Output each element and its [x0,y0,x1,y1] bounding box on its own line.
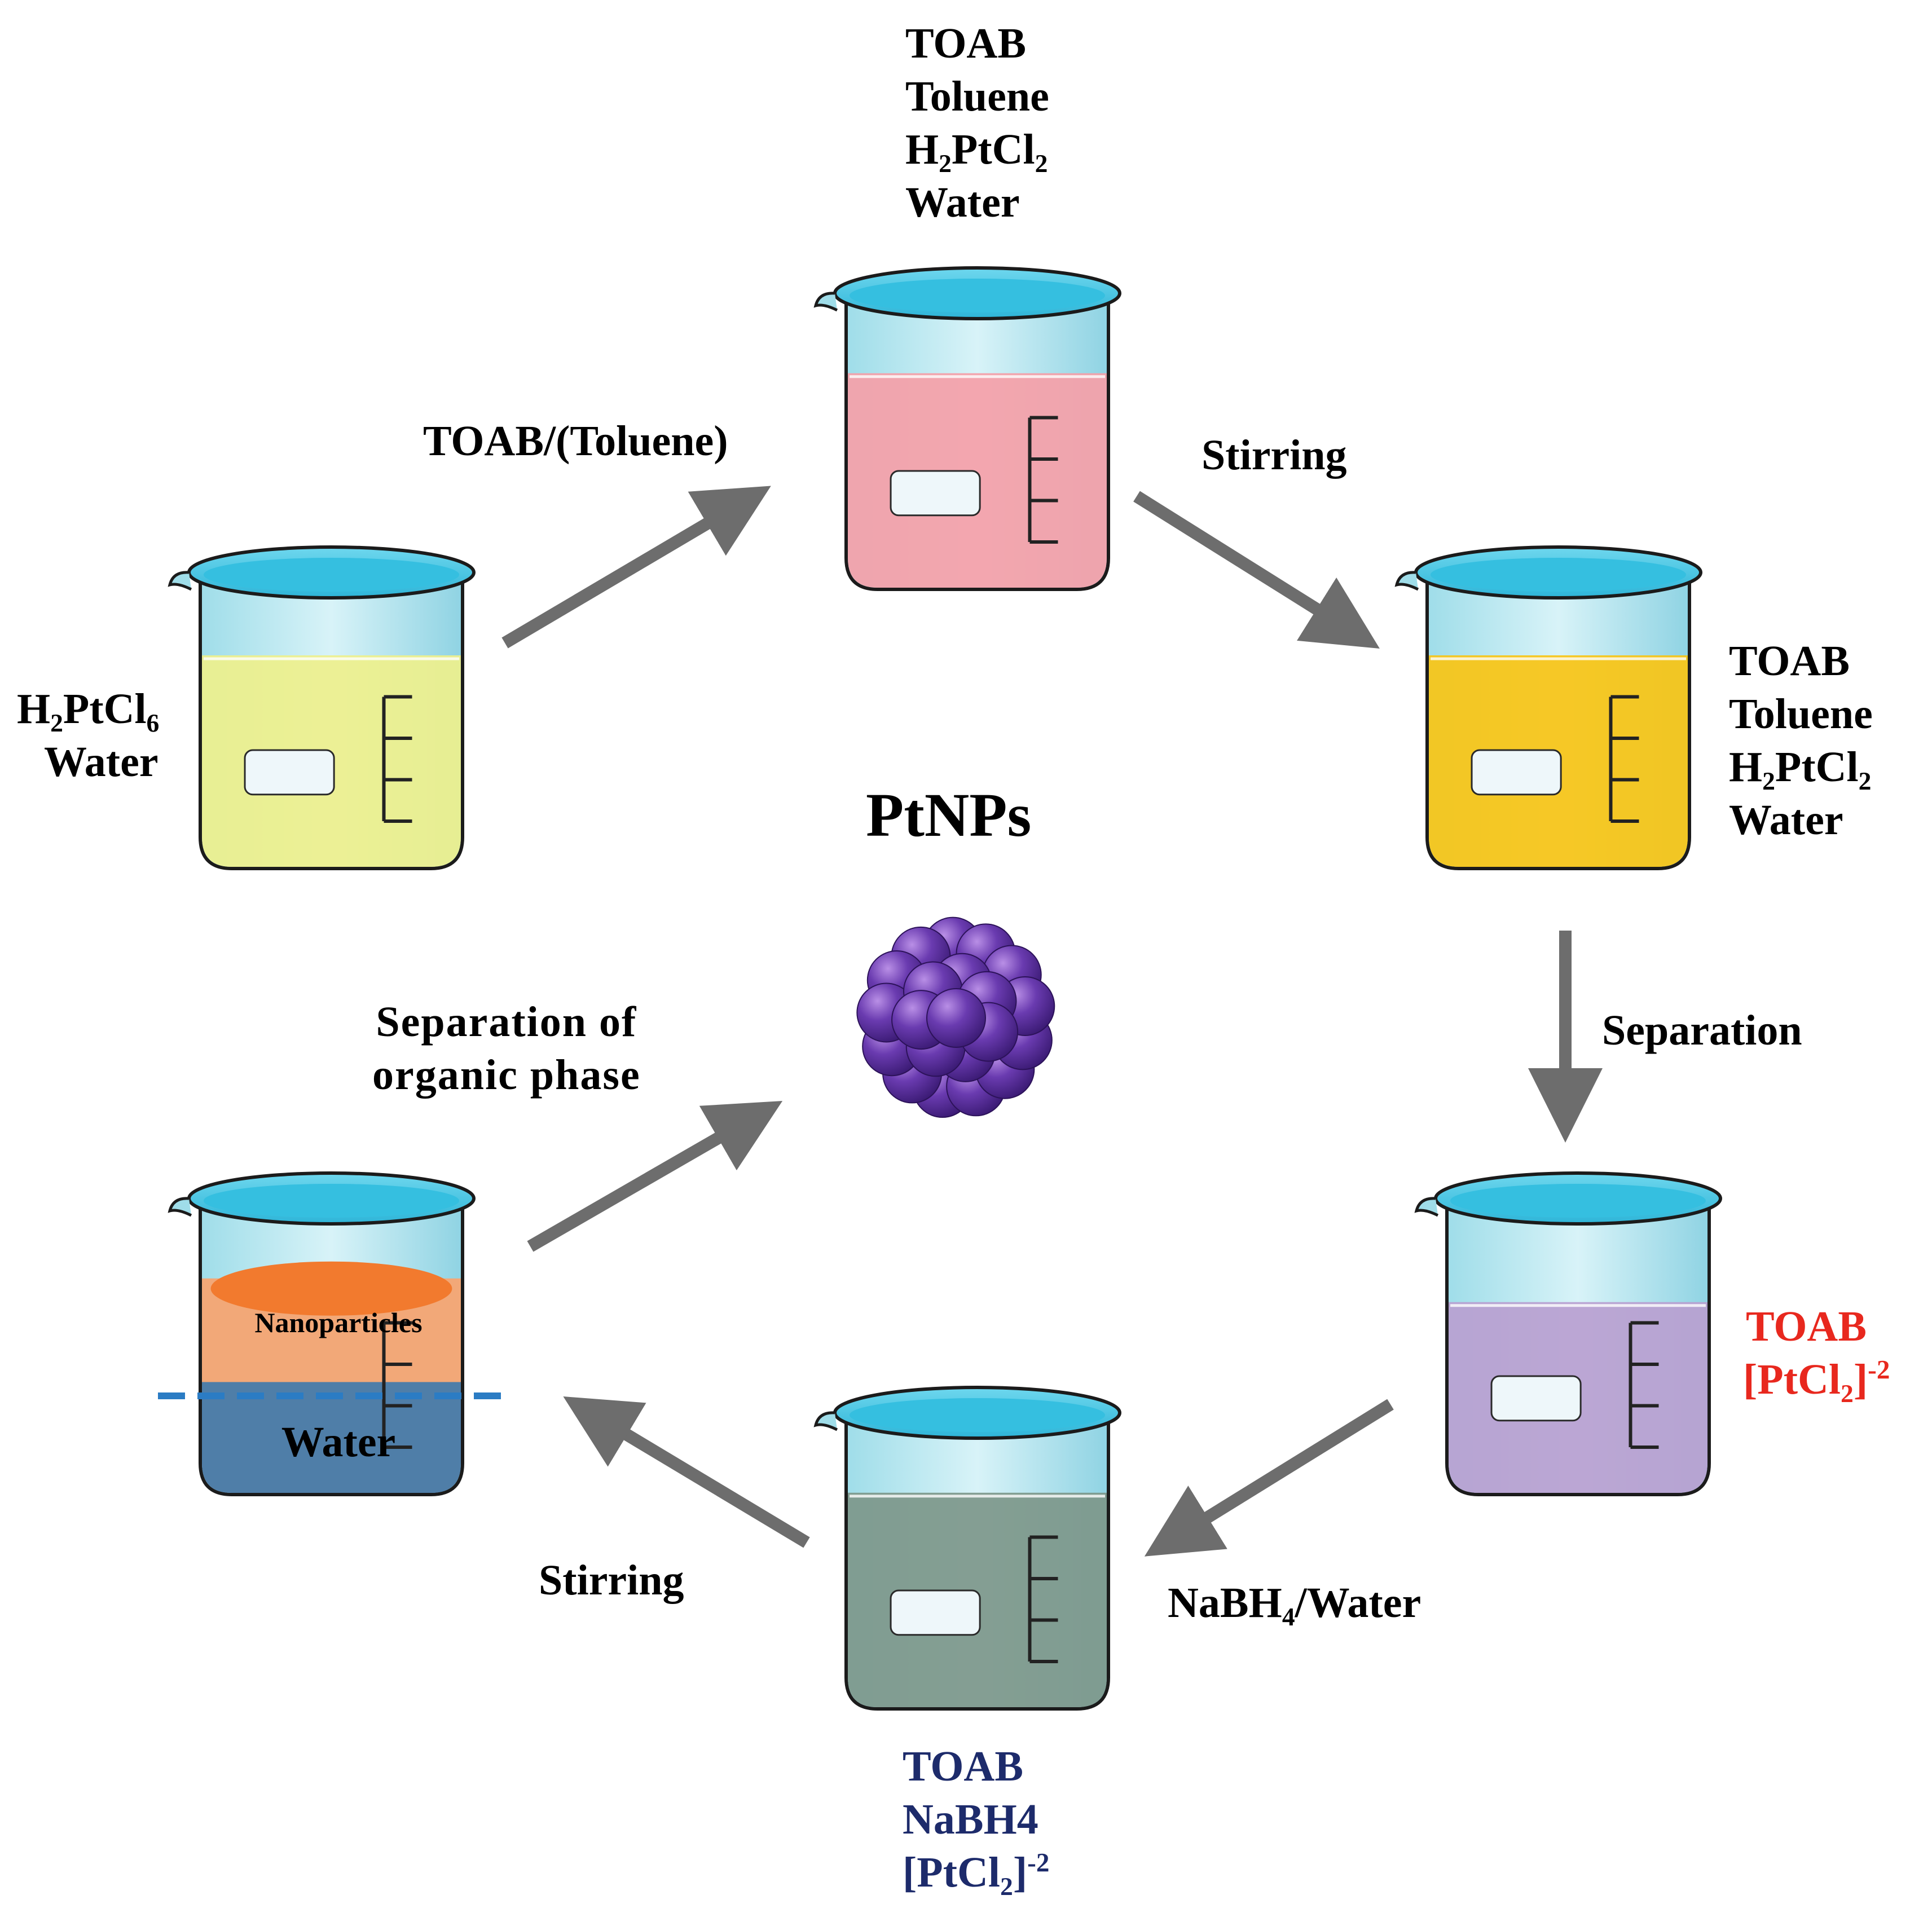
label-yellow-line1: TOAB [1729,637,1850,685]
label-mixed-line1: TOAB [905,20,1027,67]
beaker-mixed [813,266,1121,591]
label-separation-organic: Separation of organic phase [372,995,641,1101]
label-separation-organic-line1: Separation of [376,998,637,1046]
arrow-final-to-ptnps [527,1101,783,1252]
label-start-line2: Water [44,738,159,786]
ptnps-cluster [856,916,1055,1118]
beaker-final-liquid-bottom [202,1382,461,1493]
label-green-line2: NaBH4 [903,1796,1038,1843]
beaker-start [168,545,476,870]
beaker-final-opening [204,1184,459,1218]
label-purple-line1: TOAB [1746,1303,1867,1350]
beaker-start-sticker [244,749,335,796]
arrow-start-to-mixed [501,486,771,649]
beakers-group [168,266,1722,1711]
beaker-purple [1414,1171,1722,1496]
beaker-yellow-sticker [1471,749,1562,796]
beaker-start-opening [204,558,459,592]
label-green-line3: [PtCl₂]-2 [903,1846,1049,1899]
beaker-mixed-sticker [890,470,981,517]
beaker-yellow-opening [1431,558,1686,592]
label-yellow-line2: Toluene [1729,690,1873,738]
label-start: H₂PtCl₆ Water [17,682,159,788]
label-add-toab: TOAB/(Toluene) [423,417,728,465]
beaker-green-sticker [890,1589,981,1636]
label-purple-formula: [PtCl₂] [1743,1356,1868,1403]
beaker-final [168,1171,476,1496]
label-separation-organic-line2: organic phase [372,1051,641,1099]
label-nanoparticles: Nanoparticles [254,1307,423,1338]
label-yellow-line4: Water [1729,796,1843,844]
beaker-purple-opening [1450,1184,1706,1218]
beaker-purple-spout [1414,1197,1439,1217]
label-green: TOAB NaBH4 [PtCl₂]-2 [903,1740,1049,1899]
label-water-layer: Water [281,1418,396,1466]
beaker-start-spout [168,571,192,591]
beaker-mixed-opening [850,279,1105,312]
label-add-nabh4: NaBH₄/Water [1168,1579,1422,1627]
label-yellow-line3: H₂PtCl₂ [1729,743,1872,791]
beaker-yellow [1394,545,1702,870]
diagram-title: PtNPs [866,781,1032,849]
beaker-green-opening [850,1398,1105,1432]
ptnp-sphere [926,988,986,1048]
label-mixed: TOAB Toluene H₂PtCl₂ Water [905,17,1049,229]
label-stir1: Stirring [1202,431,1347,479]
beaker-final-nanoparticle-layer [210,1261,452,1316]
label-green-line1: TOAB [903,1743,1024,1790]
label-start-line1: H₂PtCl₆ [17,685,160,733]
label-stir2: Stirring [539,1557,684,1604]
label-mixed-line4: Water [905,179,1020,226]
label-purple-charge: -2 [1868,1355,1890,1385]
label-mixed-line2: Toluene [905,73,1049,120]
label-purple: TOAB [PtCl₂]-2 [1743,1300,1890,1406]
arrow-mixed-to-yellow [1133,491,1380,649]
beaker-purple-sticker [1490,1375,1582,1422]
beaker-mixed-spout [813,292,838,312]
beaker-green [813,1386,1121,1711]
label-mixed-line3: H₂PtCl₂ [905,126,1048,173]
beaker-final-spout [168,1197,192,1217]
arrow-purple-to-green [1144,1399,1394,1557]
label-separation: Separation [1602,1007,1802,1054]
beaker-green-spout [813,1411,838,1431]
label-purple-line2: [PtCl₂]-2 [1743,1353,1890,1406]
label-yellow: TOAB Toluene H₂PtCl₂ Water [1729,634,1873,847]
label-green-charge: -2 [1027,1848,1050,1878]
label-green-formula: [PtCl₂] [903,1849,1028,1896]
arrow-green-to-final [563,1396,810,1548]
beaker-yellow-spout [1394,571,1419,591]
